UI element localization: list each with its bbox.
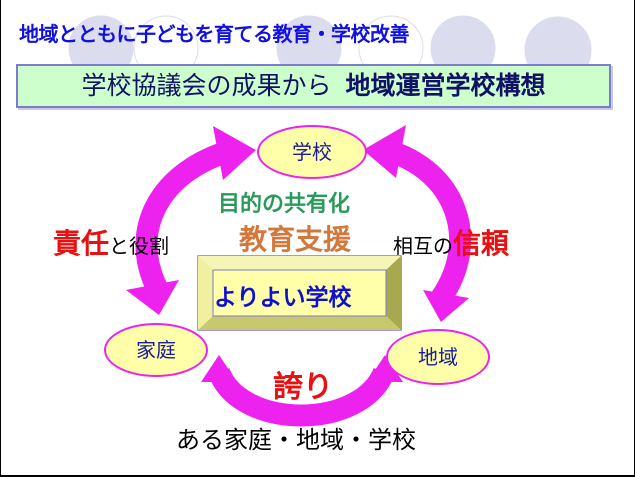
left-label-red: 責任	[53, 227, 110, 260]
node-school-label: 学校	[292, 140, 332, 164]
center-box-bevel	[197, 255, 402, 331]
arrowhead-to-home	[126, 280, 179, 315]
pride-label: 誇り	[273, 370, 333, 405]
arrowhead-to-school-left	[213, 126, 256, 180]
left-label-black: と役割	[109, 234, 170, 258]
shared-goal-label: 目的の共有化	[218, 192, 351, 217]
left-label: 責任と役割	[53, 222, 169, 262]
arrowhead-to-school-right	[363, 125, 406, 178]
arrowhead-to-home-bottom	[201, 355, 237, 382]
slide-title: 地域とともに子どもを育てる教育・学校改善	[19, 22, 410, 46]
right-label-red: 信頼	[453, 227, 510, 260]
arrow-bottom-arc	[208, 367, 395, 427]
node-community-label: 地域	[418, 345, 458, 369]
edu-support-label: 教育支援	[239, 223, 352, 256]
arrow-right-arc	[382, 139, 472, 305]
node-community: 地域	[386, 329, 490, 385]
right-label-black: 相互の	[393, 234, 453, 258]
banner: 学校協議会の成果から地域運営学校構想	[16, 64, 611, 108]
node-home-label: 家庭	[136, 338, 176, 362]
node-home: 家庭	[104, 323, 208, 377]
banner-part1: 学校協議会の成果から	[81, 71, 332, 100]
arrowhead-to-community-bottom	[367, 355, 403, 382]
arrowhead-to-community	[423, 290, 469, 322]
center-label: よりよい学校	[214, 285, 352, 311]
right-label: 相互の信頼	[393, 222, 509, 262]
node-school: 学校	[257, 125, 367, 179]
banner-part2: 地域運営学校構想	[345, 71, 546, 100]
bottom-caption: ある家庭・地域・学校	[176, 426, 416, 454]
arrow-left-arc	[135, 139, 237, 298]
